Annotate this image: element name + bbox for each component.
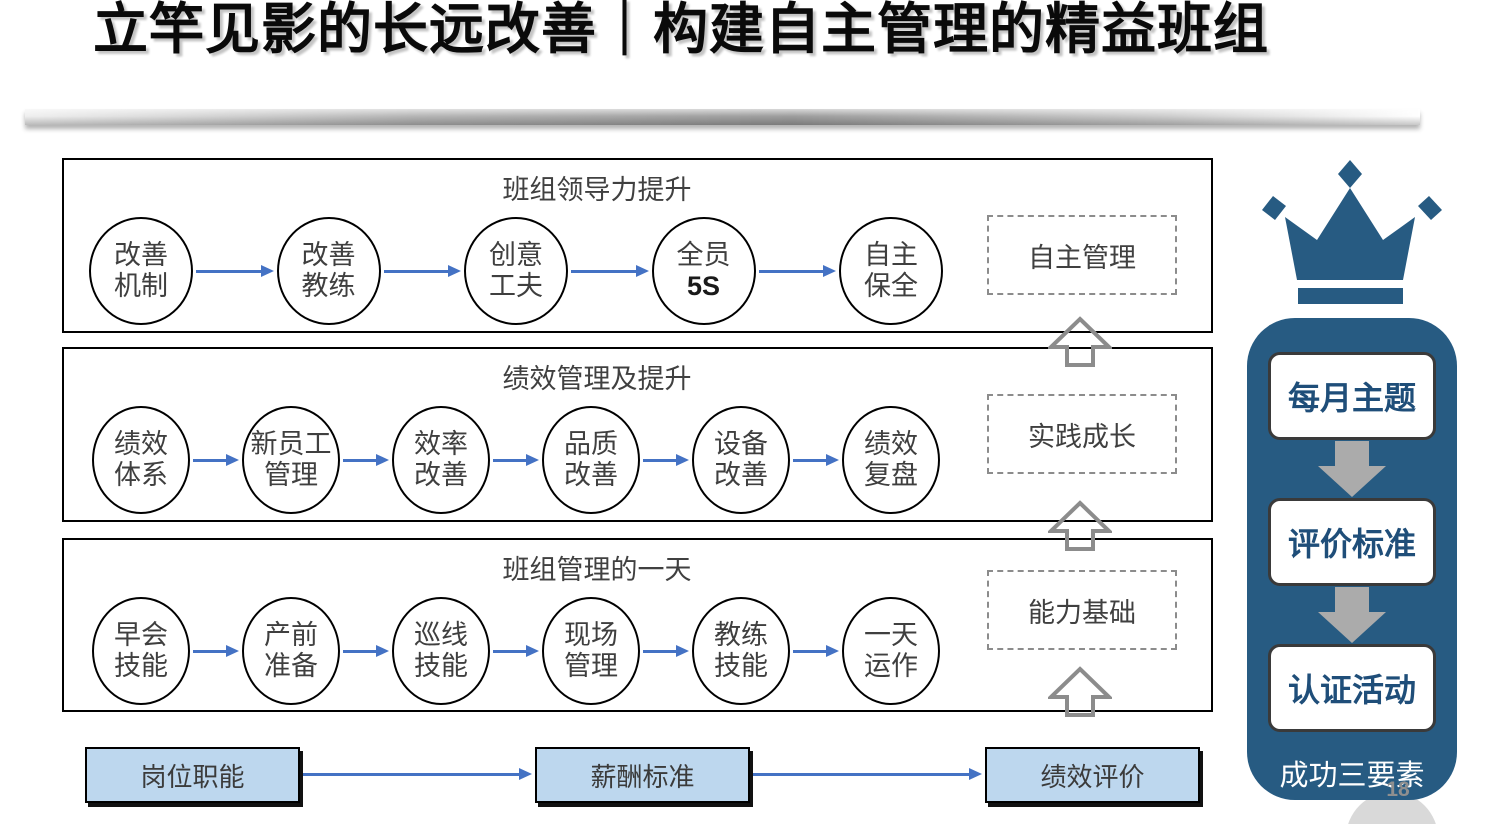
process-step-circle: 改善机制 (89, 217, 193, 325)
circle-label-line: 管理 (264, 460, 318, 490)
circle-label-line: 一天 (864, 620, 918, 650)
title-divider-bar (25, 109, 1420, 125)
stage-tag-box: 能力基础 (987, 570, 1177, 650)
circle-label-line: 技能 (714, 651, 768, 681)
process-step-circle: 新员工管理 (242, 406, 340, 514)
process-step-circle: 效率改善 (392, 406, 490, 514)
foundation-box: 绩效评价 (985, 747, 1200, 803)
down-arrow-icon (1318, 587, 1386, 643)
circle-label-line: 绩效 (864, 429, 918, 459)
flow-arrow-right-icon (758, 264, 836, 277)
process-row-box: 绩效管理及提升绩效体系新员工管理效率改善品质改善设备改善绩效复盘实践成长 (62, 347, 1213, 522)
process-step-circle: 绩效复盘 (842, 406, 940, 514)
circle-label-line: 品质 (564, 429, 618, 459)
stage-tag-label: 自主管理 (1028, 242, 1136, 273)
sidebar-caption: 成功三要素 (1279, 760, 1425, 792)
crown-icon (1262, 160, 1442, 304)
foundation-box: 岗位职能 (85, 747, 300, 803)
circle-label-line: 运作 (864, 651, 918, 681)
sidebar-step-box: 每月主题 (1268, 352, 1436, 440)
circle-label-line: 绩效 (114, 429, 168, 459)
flow-arrow-right-icon (193, 453, 239, 466)
slide-title: 立竿见影的长远改善｜构建自主管理的精益班组 (93, 0, 1270, 60)
process-step-circle: 品质改善 (542, 406, 640, 514)
circle-label-line: 工夫 (489, 271, 543, 301)
circle-label-line: 改善 (714, 460, 768, 490)
sidebar-step-box: 评价标准 (1268, 498, 1436, 586)
process-step-circle: 教练技能 (692, 597, 790, 705)
flow-arrow-right-icon (493, 453, 539, 466)
flow-arrow-right-icon (571, 264, 648, 277)
process-step-circle: 改善教练 (276, 217, 381, 325)
down-arrow-icon (1318, 441, 1386, 497)
circle-label-line: 巡线 (414, 620, 468, 650)
circle-label-line: 改善 (564, 460, 618, 490)
stage-tag-box: 自主管理 (987, 215, 1177, 295)
circle-label-line: 设备 (714, 429, 768, 459)
circle-label-line: 教练 (301, 271, 356, 301)
circle-label-line: 机制 (114, 271, 168, 301)
up-arrow-icon (1048, 666, 1112, 717)
flow-arrow-right-icon (343, 453, 389, 466)
circle-label-line: 新员工 (250, 429, 332, 459)
circle-label-line: 管理 (564, 651, 618, 681)
circle-label-line: 技能 (114, 651, 168, 681)
circle-label-line: 保全 (864, 271, 918, 301)
circle-label-line: 复盘 (864, 460, 918, 490)
circle-label-line: 5S (686, 271, 721, 301)
flow-arrow-right-icon (196, 264, 273, 277)
foundation-box: 薪酬标准 (535, 747, 750, 803)
flow-arrow-right-icon (793, 453, 839, 466)
row-title: 班组领导力提升 (502, 175, 692, 205)
flow-arrow-right-icon (643, 644, 689, 657)
stage-tag-box: 实践成长 (987, 394, 1177, 474)
up-arrow-icon (1048, 500, 1112, 551)
circle-label-line: 技能 (414, 651, 468, 681)
flow-arrow-right-icon (193, 644, 239, 657)
flow-arrow-right-icon (753, 768, 982, 780)
circle-label-line: 效率 (414, 429, 468, 459)
flow-arrow-right-icon (383, 264, 461, 277)
page-number: 18 (1386, 778, 1410, 801)
circle-label-line: 体系 (114, 460, 168, 490)
process-step-circle: 自主保全 (839, 217, 943, 325)
flow-arrow-right-icon (303, 768, 532, 780)
circle-label-line: 准备 (264, 651, 318, 681)
sidebar-step-box: 认证活动 (1268, 644, 1436, 732)
process-step-circle: 一天运作 (842, 597, 940, 705)
row-title: 班组管理的一天 (502, 555, 692, 585)
process-row-box: 班组管理的一天早会技能产前准备巡线技能现场管理教练技能一天运作能力基础 (62, 538, 1213, 712)
up-arrow-icon (1048, 316, 1112, 367)
process-step-circle: 设备改善 (692, 406, 790, 514)
flow-arrow-right-icon (343, 644, 389, 657)
row-title: 绩效管理及提升 (502, 364, 692, 394)
circle-label-line: 教练 (714, 620, 768, 650)
process-step-circle: 巡线技能 (392, 597, 490, 705)
flow-arrow-right-icon (643, 453, 689, 466)
circle-label-line: 改善 (114, 240, 168, 270)
flow-arrow-right-icon (793, 644, 839, 657)
process-step-circle: 产前准备 (242, 597, 340, 705)
flow-arrow-right-icon (493, 644, 539, 657)
circle-label-line: 早会 (114, 620, 168, 650)
circle-label-line: 改善 (301, 240, 356, 270)
stage-tag-label: 能力基础 (1028, 597, 1136, 628)
process-step-circle: 创意工夫 (464, 217, 568, 325)
process-step-circle: 绩效体系 (92, 406, 190, 514)
stage-tag-label: 实践成长 (1028, 421, 1136, 452)
circle-label-line: 全员 (676, 240, 731, 270)
circle-label-line: 产前 (264, 620, 318, 650)
circle-label-line: 自主 (864, 240, 918, 270)
process-step-circle: 现场管理 (542, 597, 640, 705)
circle-label-line: 改善 (414, 460, 468, 490)
circle-label-line: 创意 (489, 240, 543, 270)
process-step-circle: 早会技能 (92, 597, 190, 705)
circle-label-line: 现场 (564, 620, 618, 650)
